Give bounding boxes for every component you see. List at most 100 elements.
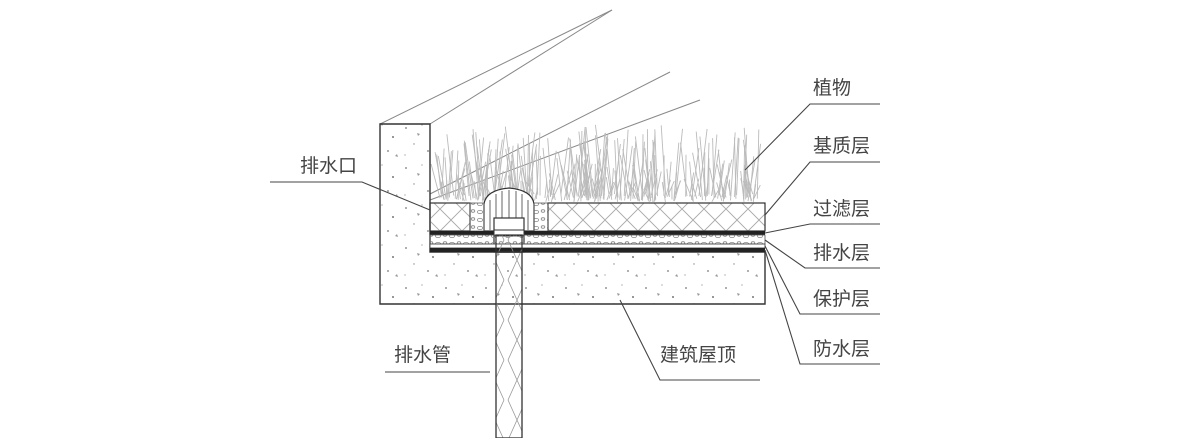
grass-blade [660, 125, 667, 196]
grass-blade [583, 163, 591, 199]
grass-blade [583, 141, 590, 201]
outlet-gravel-right [533, 202, 549, 232]
grass-blade [578, 142, 588, 195]
label-drain-pipe: 排水管 [394, 344, 452, 366]
label-filter-layer: 过滤层 [813, 198, 871, 220]
grass-blade [446, 134, 455, 196]
grass-blade [586, 153, 593, 197]
grass-blade [550, 174, 559, 203]
grass-blade [594, 124, 605, 195]
grass-blade [749, 156, 755, 198]
grass-blade [623, 129, 629, 197]
grass-blade [434, 152, 445, 200]
grass-blade [535, 146, 539, 195]
grass-blade [630, 147, 635, 201]
label-building-roof: 建筑屋顶 [660, 344, 737, 366]
grass-blade [632, 187, 639, 202]
grass-blade [752, 143, 762, 200]
grass-blade [441, 148, 445, 198]
grass-blade [463, 143, 470, 197]
grass-blade [736, 138, 740, 196]
grass-blade [753, 184, 761, 199]
grass-blade [664, 179, 671, 198]
grass-blade [734, 137, 739, 198]
grass-blade [643, 173, 650, 197]
grass-blade [595, 135, 601, 201]
grass-blade [455, 168, 466, 200]
protection-layer [429, 243, 766, 249]
grass-blade [457, 160, 460, 200]
grass-blade [706, 142, 710, 197]
grass-blade [632, 161, 640, 201]
grass-blade [560, 137, 569, 195]
grass-blade [481, 141, 491, 201]
grass-blade [592, 149, 602, 196]
grass-blade [527, 181, 535, 202]
grass-blade [557, 152, 568, 200]
grass-blade [566, 139, 572, 196]
grass-blade [728, 179, 731, 196]
substrate-layer-left [429, 202, 471, 232]
grass-blade [440, 181, 445, 201]
grass-blade [650, 161, 654, 203]
grass-blade [573, 154, 581, 202]
vegetation [430, 124, 762, 203]
grass-blade [469, 169, 479, 201]
label-drain-outlet: 排水口 [300, 155, 358, 177]
grass-blade [705, 183, 709, 198]
grass-blade [725, 175, 732, 197]
grass-blade [622, 148, 632, 197]
grass-blade [692, 152, 702, 198]
grass-blade [614, 140, 618, 198]
grass-blade [653, 177, 657, 203]
grass-blade [463, 140, 472, 201]
grass-blade [611, 168, 614, 196]
grass-blade [568, 163, 576, 198]
grass-blade [594, 161, 601, 202]
grass-blade [569, 145, 575, 198]
grass-blade [585, 127, 594, 195]
grass-blade [698, 128, 708, 197]
grass-blade [643, 188, 650, 203]
grass-blade [550, 150, 557, 197]
grass-blade [712, 138, 715, 199]
grass-blade [619, 155, 629, 197]
grass-blade [556, 158, 563, 202]
grass-blade [566, 170, 574, 198]
grass-blade [547, 138, 553, 196]
grass-blade [742, 139, 752, 202]
filter-layer [430, 231, 765, 235]
grass-blade [549, 179, 551, 198]
grass-blade [652, 139, 657, 200]
grass-blade [694, 178, 700, 197]
grass-blade [721, 176, 727, 198]
grass-blade [641, 141, 645, 201]
grass-blade [744, 181, 752, 200]
grass-blade [666, 168, 670, 197]
substrate-layer [547, 202, 766, 232]
grass-blade [430, 163, 441, 199]
label-drainage-layer: 排水层 [813, 242, 871, 264]
outlet-gravel-left [469, 202, 485, 232]
grass-blade [444, 157, 449, 200]
grass-blade [577, 183, 586, 202]
grass-blade [743, 145, 746, 200]
grass-blade [526, 134, 529, 196]
grass-blade [617, 138, 622, 201]
label-plants: 植物 [813, 77, 852, 99]
grass-blade [674, 180, 682, 195]
grass-blade [654, 129, 658, 197]
drain-pipe-shape [495, 251, 523, 438]
grass-blade [717, 163, 724, 199]
grass-blade [624, 145, 633, 201]
grass-blade [456, 178, 466, 196]
grass-blade [606, 167, 613, 200]
waterproof-layer [430, 248, 765, 252]
grass-blade [646, 129, 649, 201]
grass-blade [584, 159, 589, 201]
grass-blade [711, 134, 718, 195]
grass-blade [667, 161, 672, 196]
grass-blade [468, 161, 475, 199]
grass-blade [756, 129, 760, 199]
